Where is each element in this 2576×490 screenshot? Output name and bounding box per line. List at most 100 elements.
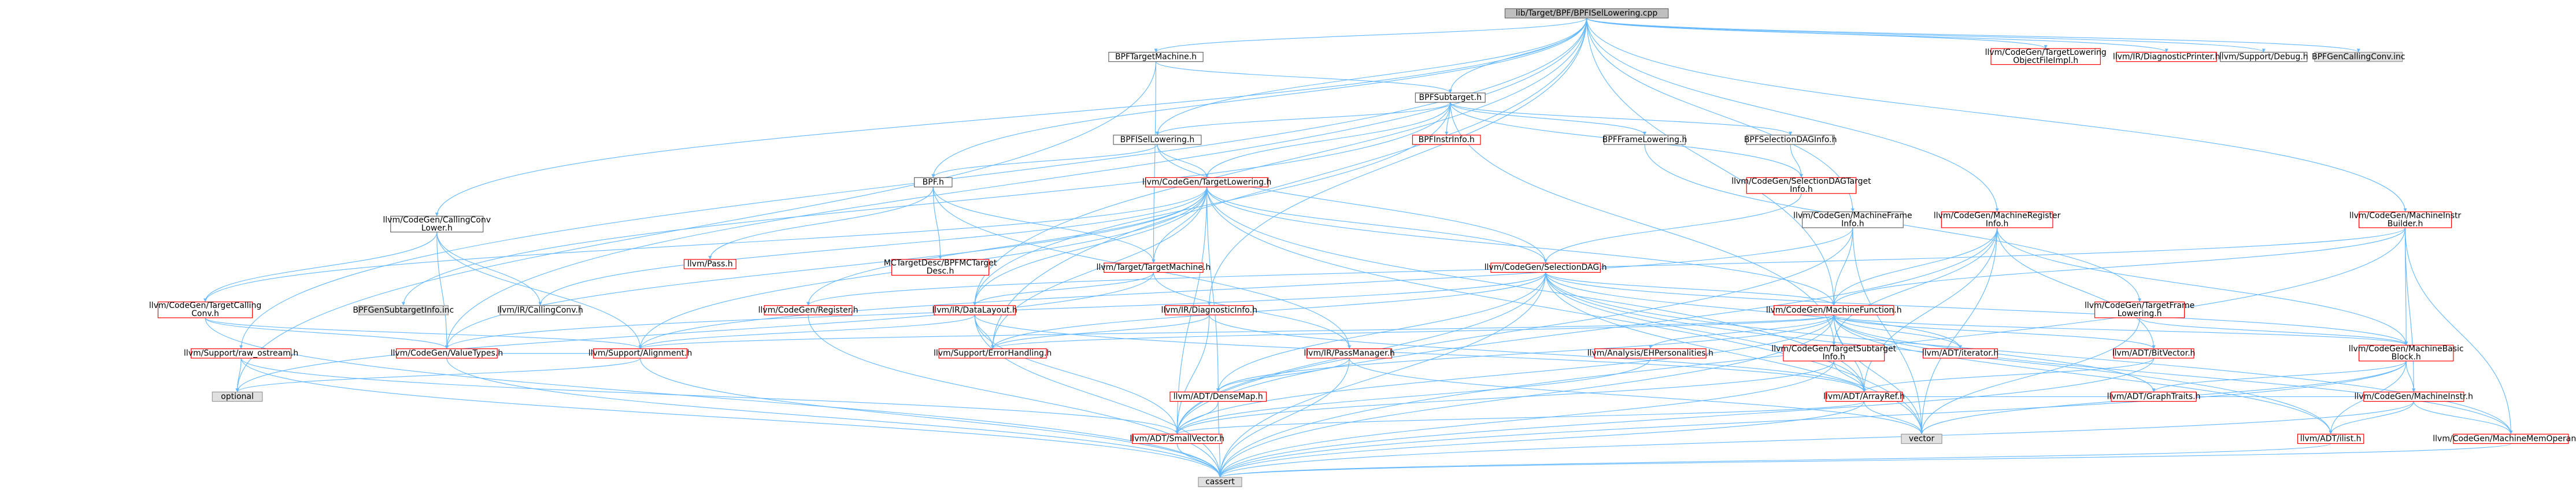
- edge-arrowhead: [2262, 49, 2266, 53]
- node-box: [1941, 211, 2053, 228]
- edge-subtarget-to-framelow: [1450, 102, 1645, 136]
- node-label: llvm/CodeGen/MachineFrame: [1793, 211, 1912, 220]
- node-label: Desc.h: [927, 267, 954, 276]
- node-dl[interactable]: llvm/IR/DataLayout.h: [932, 305, 1017, 315]
- node-label: cassert: [1205, 477, 1235, 487]
- edge-tfl-to-vector: [1921, 317, 2140, 435]
- node-box: [764, 305, 853, 315]
- node-bitv[interactable]: llvm/ADT/BitVector.h: [2112, 348, 2196, 359]
- edge-tm-to-optional: [236, 61, 1157, 392]
- edge-aref-to-vector: [1863, 401, 1922, 435]
- node-sinfo: BPFGenSubtargetInfo.inc: [353, 305, 454, 315]
- node-iter[interactable]: llvm/ADT/iterator.h: [1922, 348, 1998, 359]
- edge-arrowhead: [445, 345, 449, 349]
- node-label: llvm/CodeGen/MachineBasic: [2349, 344, 2464, 354]
- node-debug[interactable]: llvm/Support/Debug.h: [2219, 51, 2308, 62]
- node-label: llvm/Support/Debug.h: [2219, 52, 2308, 61]
- node-creg[interactable]: llvm/CodeGen/Register.h: [758, 305, 858, 315]
- edge-align-to-optional: [236, 358, 641, 392]
- node-box: [499, 305, 581, 315]
- edge-arrowhead: [1448, 89, 1452, 93]
- node-bpfh[interactable]: BPF.h: [914, 177, 953, 188]
- edge-arrowhead: [708, 255, 712, 259]
- node-mi[interactable]: llvm/CodeGen/MachineInstr.h: [2355, 391, 2474, 402]
- node-sdag[interactable]: llvm/CodeGen/SelectionDAG.h: [1485, 262, 1607, 273]
- node-label: llvm/CodeGen/TargetSubtarget: [1771, 344, 1896, 354]
- node-ttm[interactable]: llvm/Target/TargetMachine.h: [1097, 262, 1211, 273]
- edge-arrowhead: [1648, 345, 1652, 349]
- edge-arrowhead: [401, 302, 405, 306]
- node-mf[interactable]: llvm/CodeGen/MachineFunction.h: [1766, 305, 1902, 315]
- edge-root-to-mf: [1586, 18, 1834, 306]
- node-tli[interactable]: llvm/CodeGen/TargetLowering.h: [1142, 177, 1272, 188]
- node-framelow[interactable]: BPFFrameLowering.h: [1602, 135, 1687, 145]
- node-irccl[interactable]: llvm/IR/CallingConv.h: [497, 305, 583, 315]
- edge-raw-to-svec: [240, 358, 1178, 435]
- edge-tsi-to-cassert: [1219, 361, 1834, 478]
- node-box: [1108, 51, 1204, 62]
- node-pass[interactable]: llvm/Pass.h: [683, 259, 736, 269]
- node-label: BPFSubtarget.h: [1419, 93, 1482, 102]
- edge-mf-to-mbb: [1833, 314, 2407, 346]
- node-dmap[interactable]: llvm/ADT/DenseMap.h: [1169, 391, 1267, 402]
- node-instrinfo[interactable]: BPFInstrInfo.h: [1412, 135, 1481, 145]
- edge-subtarget-to-sdinfo: [1450, 102, 1791, 136]
- node-diagp[interactable]: llvm/IR/DiagnosticPrinter.h: [2113, 51, 2220, 62]
- edge-ttm-to-dl: [974, 272, 1154, 306]
- node-label: llvm/ADT/DenseMap.h: [1174, 392, 1263, 401]
- edge-arrowhead: [1218, 474, 1222, 478]
- node-label: llvm/CodeGen/Register.h: [758, 306, 858, 315]
- node-cassert: cassert: [1198, 477, 1242, 487]
- node-label: Info.h: [1822, 352, 1845, 362]
- node-raw[interactable]: llvm/Support/raw_ostream.h: [184, 348, 298, 359]
- node-root[interactable]: lib/Target/BPF/BPFISelLowering.cpp: [1504, 8, 1669, 18]
- edge-arrowhead: [1789, 131, 1793, 135]
- node-subtarget[interactable]: BPFSubtarget.h: [1415, 92, 1486, 103]
- edge-mfi-to-mf: [1833, 228, 1853, 306]
- edge-tli-to-dl: [974, 187, 1208, 306]
- edge-tfl-to-mbb: [2139, 317, 2407, 346]
- node-sdinfo[interactable]: BPFSelectionDAGInfo.h: [1744, 135, 1837, 145]
- edge-arrowhead: [538, 302, 542, 306]
- edge-isel-to-tli: [1157, 144, 1208, 178]
- edge-arrowhead: [2509, 430, 2513, 435]
- edge-aref-to-cassert: [1219, 401, 1865, 478]
- edge-mf-to-vector: [1833, 314, 1922, 435]
- edge-bpfh-to-mctd: [932, 187, 941, 259]
- edge-arrowhead: [1216, 388, 1220, 392]
- node-err[interactable]: llvm/Support/ErrorHandling.h: [934, 348, 1052, 359]
- node-box: [891, 259, 990, 276]
- node-label: llvm/CodeGen/ValueTypes.h: [391, 349, 504, 358]
- node-eh[interactable]: llvm/Analysis/EHPersonalities.h: [1587, 348, 1713, 359]
- node-box: [1415, 92, 1486, 103]
- edge-mib-to-mi: [2405, 228, 2414, 392]
- node-gtraits[interactable]: llvm/ADT/GraphTraits.h: [2107, 391, 2201, 402]
- edge-mri-to-mf: [1833, 228, 1998, 306]
- edge-tsi-to-svec: [1176, 361, 1834, 435]
- node-aref[interactable]: llvm/ADT/ArrayRef.h: [1823, 391, 1905, 402]
- node-tm[interactable]: BPFTargetMachine.h: [1108, 51, 1204, 62]
- node-vt[interactable]: llvm/CodeGen/ValueTypes.h: [391, 348, 504, 359]
- node-pm[interactable]: llvm/IR/PassManager.h: [1304, 348, 1395, 359]
- node-isel[interactable]: BPFISelLowering.h: [1113, 135, 1202, 145]
- node-label: llvm/IR/DiagnosticPrinter.h: [2113, 52, 2220, 61]
- node-bpfcc: BPFGenCallingConv.inc: [2312, 51, 2405, 62]
- node-tlof[interactable]: llvm/CodeGen/TargetLoweringObjectFileImp…: [1985, 48, 2107, 65]
- node-mmo[interactable]: llvm/CodeGen/MachineMemOperand.h: [2433, 433, 2576, 444]
- edge-sdag-to-err: [992, 272, 1546, 349]
- node-svec[interactable]: llvm/ADT/SmallVector.h: [1130, 433, 1224, 444]
- node-align[interactable]: llvm/Support/Alignment.h: [589, 348, 693, 359]
- node-diaginfo[interactable]: llvm/IR/DiagnosticInfo.h: [1161, 305, 1257, 315]
- edge-subtarget-to-tli: [1206, 102, 1451, 178]
- node-ilist[interactable]: llvm/ADT/ilist.h: [2297, 433, 2364, 444]
